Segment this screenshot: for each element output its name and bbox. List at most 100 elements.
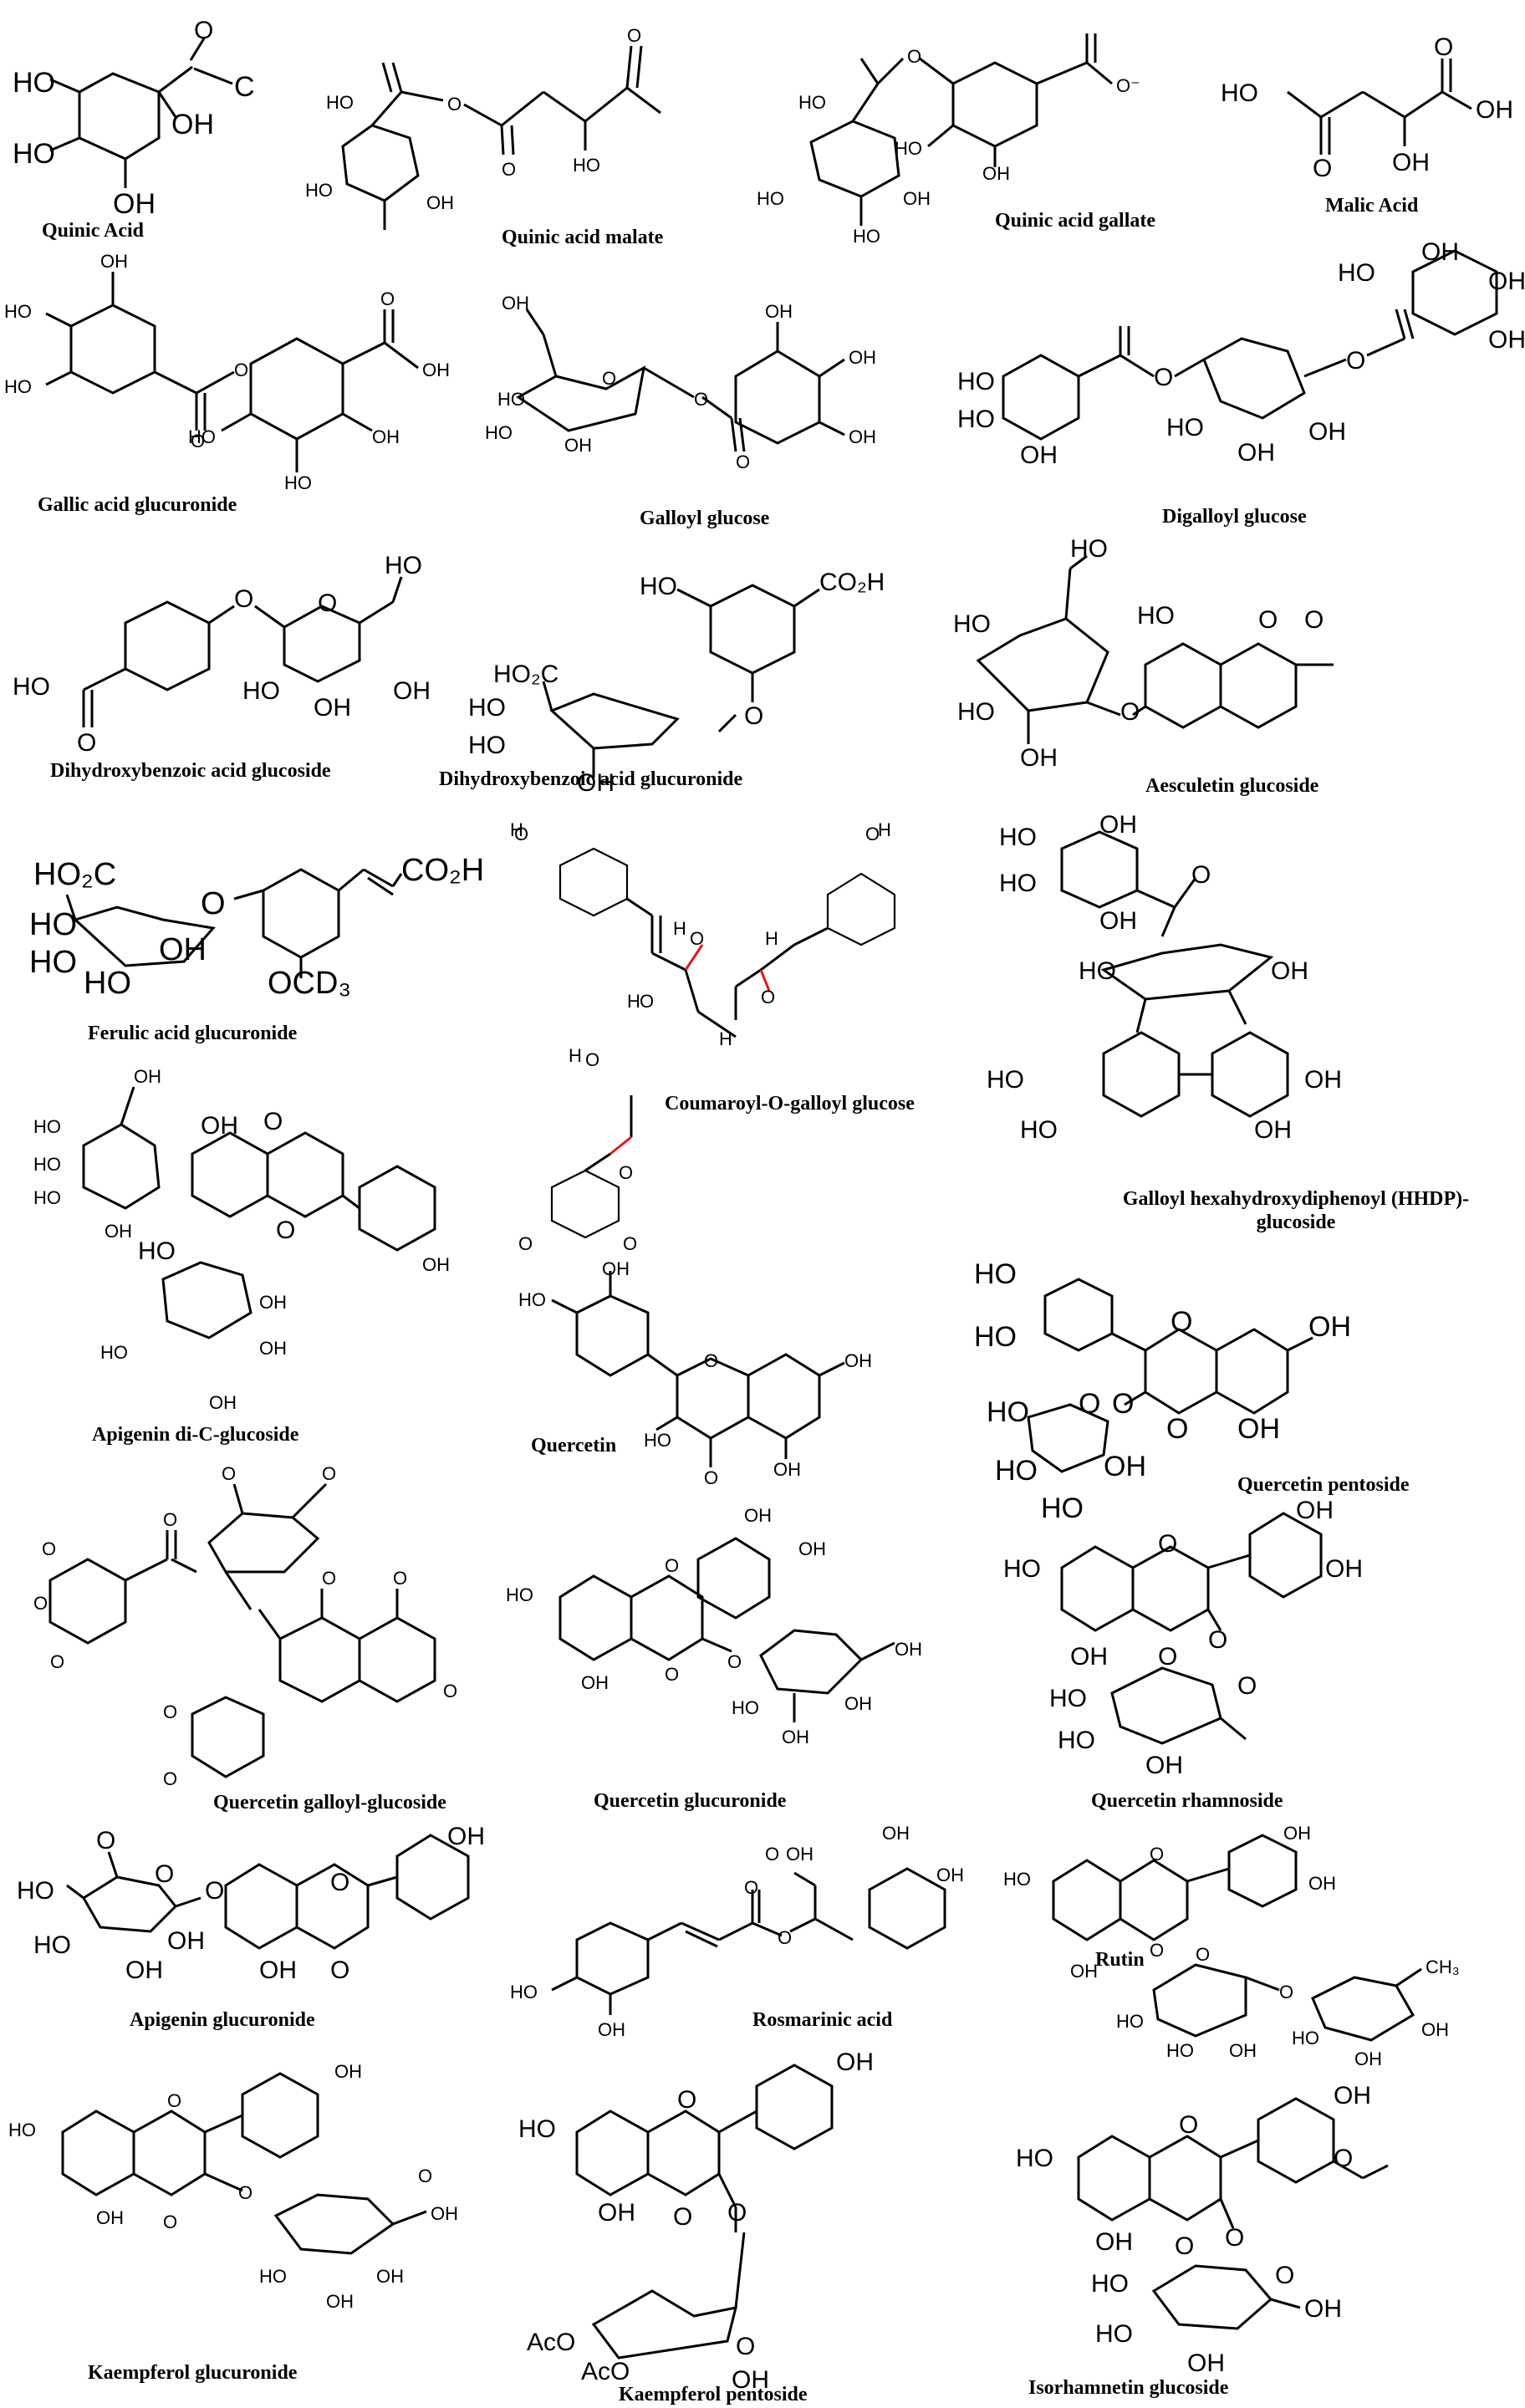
atom-label: OH (602, 1258, 630, 1279)
atom-label: H (765, 928, 778, 949)
caption: Aesculetin glucoside (1145, 775, 1319, 797)
atom-label: O (163, 1768, 178, 1789)
atom-label: O (167, 2090, 182, 2111)
compound-kaempferol-pentoside: OH HO O OH O O O AcO AcO OH Kaempferol p… (502, 2040, 1003, 2408)
atom-label: OH (1099, 907, 1137, 935)
atom-label: OH (1104, 1451, 1146, 1482)
structure-coumaroyl-o-galloyl-glucose (550, 847, 896, 1239)
compound-kaempferol-glucuronide: OH HO O OH O O O OH HO OH OH Kaempferol … (0, 2057, 502, 2408)
compound-dihydroxybenzoic-acid-glucoside: HO O O O HO HO OH OH Dihydroxybenzoic ac… (0, 535, 468, 786)
atom-label: OH (100, 251, 128, 272)
atom-label: OH (782, 1727, 809, 1747)
atom-label: OH (1421, 2019, 1449, 2040)
atom-label: HO (987, 1396, 1029, 1428)
atom-label: OH (1237, 1413, 1280, 1445)
atom-label: OH (113, 188, 156, 220)
atom-label: OH (105, 1221, 132, 1242)
atom-label: HO (4, 376, 32, 397)
atom-label: OH (849, 426, 876, 447)
atom-label: O (619, 1162, 634, 1183)
atom-label: O (761, 987, 776, 1008)
atom-label: O (418, 2166, 433, 2186)
atom-label: OH (598, 2199, 635, 2227)
atom-label: HO (1003, 1555, 1041, 1583)
structure-kaempferol-glucuronide (61, 2072, 427, 2255)
atom-label: HO (999, 870, 1037, 897)
atom-label: OH (1476, 96, 1513, 124)
atom-label: O (585, 1049, 600, 1070)
atom-label: O (727, 2199, 747, 2227)
caption: Quinic Acid (42, 220, 145, 242)
atom-label: OH (1392, 149, 1430, 176)
atom-label: OH (171, 109, 214, 140)
atom-label: HO (33, 1154, 61, 1175)
atom-label: O (1179, 2111, 1199, 2139)
atom-label: OH (581, 1672, 609, 1693)
caption: Kaempferol glucuronide (88, 2362, 298, 2384)
atom-label: HO (1137, 602, 1175, 630)
atom-label: HO (953, 610, 991, 638)
compound-quinic-acid-gallate: HO O O⁻ HO OH HO OH HO Quinic acid galla… (727, 0, 1196, 251)
atom-label: O (276, 1217, 296, 1244)
atom-label: OH (844, 1693, 872, 1714)
atom-label: OH (134, 1066, 161, 1087)
compound-apigenin-glucuronide: OH O O O O HO HO OH OH OH O Apigenin glu… (0, 1823, 502, 2048)
atom-label: HO (33, 1187, 61, 1208)
atom-label: OH (798, 1538, 826, 1559)
atom-label: HO (974, 1258, 1017, 1290)
atom-label: HO (974, 1321, 1017, 1353)
structure-malic-acid (1287, 59, 1472, 155)
atom-label: O (1166, 1413, 1189, 1445)
atom-label: HO (853, 226, 880, 247)
atom-label: O (191, 431, 206, 452)
compound-apigenin-di-c-glucoside: OH HO HO HO OH OH O HO O OH OH HO OH OH … (0, 1062, 485, 1455)
atom-label: OH (1020, 744, 1058, 772)
atom-label: OH (1325, 1555, 1363, 1583)
structure-dihydroxybenzoic-acid-glucuronide (542, 584, 820, 778)
atom-label: OH (895, 1639, 922, 1660)
atom-label: O (1191, 861, 1211, 889)
atom-label: O (1079, 1388, 1101, 1420)
atom-label: OH (1308, 1873, 1336, 1894)
atom-label: H (719, 1028, 732, 1049)
atom-label: CO₂H (819, 569, 885, 596)
atom-label: OH (765, 301, 793, 322)
atom-label: HO (1221, 79, 1258, 107)
atom-label: OH (1070, 1961, 1098, 1982)
atom-label: OH (125, 1956, 163, 1984)
atom-label: OH (326, 2291, 354, 2312)
atom-label: OH (1308, 1311, 1351, 1343)
atom-label: AcO (527, 2329, 576, 2356)
structure-quinic-acid (49, 38, 233, 188)
atom-label: HO₂C (33, 857, 117, 892)
caption: Galloyl hexahydroxydiphenoyl (HHDP)-gluc… (1122, 1188, 1470, 1233)
atom-label: O (907, 46, 922, 67)
compound-galloyl-hhdp-glucoside: OH HO HO OH O HO OH HO OH HO OH Galloyl … (953, 811, 1525, 1233)
atom-label: HO (732, 1697, 759, 1718)
structure-quercetin-pentoside (1027, 1278, 1313, 1473)
atom-label: O (727, 1651, 742, 1672)
atom-label: O (1346, 347, 1366, 375)
atom-label: HO (510, 1982, 538, 2002)
structure-kaempferol-pentoside (575, 2064, 834, 2360)
atom-label: HO (385, 552, 422, 579)
atom-label: O (318, 589, 338, 617)
atom-label: OH (422, 1254, 450, 1275)
atom-label: O (1275, 2262, 1295, 2289)
compound-aesculetin-glucoside: HO HO O O HO HO O OH Aesculetin glucosid… (953, 535, 1525, 811)
atom-label: HO (1058, 1727, 1095, 1754)
atom-label: HO (497, 389, 525, 410)
atom-label: HO (1049, 1685, 1087, 1712)
atom-label: OH (598, 2019, 625, 2040)
atom-label: OH (372, 426, 400, 447)
atom-label: OH (1099, 811, 1137, 839)
atom-label: HO (1041, 1492, 1084, 1524)
atom-label: O (1434, 33, 1454, 61)
structure-quercetin-galloyl-glucoside (48, 1482, 436, 1778)
compound-quinic-acid-malate: HO O HO OH HO O O Quinic acid malate (276, 0, 778, 259)
atom-label: OH (167, 1927, 205, 1955)
compound-quercetin-galloyl-glucoside: O O O O O O O O O O O Quercetin galloyl-… (0, 1463, 502, 1823)
atom-label: OH (1308, 418, 1346, 446)
atom-label: OH (564, 435, 592, 456)
